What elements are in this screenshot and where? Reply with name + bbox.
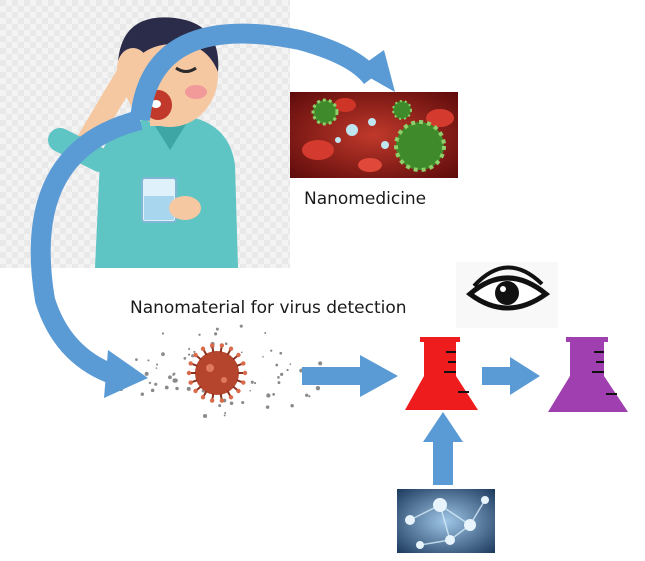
nanoparticle-dot [279, 351, 283, 355]
nanoparticle-dot [249, 389, 251, 392]
nanoparticle-dot [175, 386, 179, 391]
nanoparticle-dot [172, 373, 175, 376]
flask-purple-icon [548, 337, 628, 412]
nanoparticle-dot [318, 361, 323, 366]
nanoparticle-dot [147, 359, 150, 362]
nanoparticle-dot [289, 363, 292, 366]
virus-spike-tip [228, 346, 234, 351]
nanoparticle-dot [223, 414, 226, 417]
virus-detection-label: Nanomaterial for virus detection [130, 298, 407, 318]
curved-arrow-to-nanomedicine [130, 23, 395, 122]
arrow-flask-to-flask [482, 357, 540, 395]
nanoparticle-dot [140, 392, 145, 396]
virus-spike-tip [186, 370, 192, 376]
nanoparticle-dot [193, 350, 196, 353]
nanoparticle-dot [270, 349, 273, 352]
virus-icon [110, 324, 323, 418]
virus-spike-tip [200, 346, 206, 351]
nanoparticle-dot [224, 411, 227, 415]
nanoparticle-dot [240, 351, 243, 354]
curved-arrow-to-virus [30, 110, 148, 398]
nanomedicine-label: Nanomedicine [304, 189, 427, 209]
eye-icon [456, 262, 558, 328]
virus-spikes [186, 343, 248, 403]
nanoparticle-dot [241, 400, 245, 405]
nanoparticle-dot [154, 382, 158, 386]
nanoparticle-dot [239, 324, 243, 328]
virus-spike-tip [219, 343, 225, 348]
nanoparticle-dot [203, 413, 208, 418]
virus-spike-tip [228, 395, 234, 400]
nanoparticle-dot [229, 401, 234, 406]
nanoparticle-dot [150, 388, 155, 393]
nanoparticle-dot [305, 393, 309, 397]
virus-spike-tip [193, 388, 198, 394]
nanoparticle-dot [144, 371, 149, 376]
virus-spike-tip [236, 388, 241, 394]
virus-spike-tip [219, 398, 225, 403]
nanoparticle-dot [161, 352, 165, 357]
nanoparticle-dot [148, 381, 152, 385]
nanoparticle-dot [164, 385, 169, 390]
nanoparticle-dot [250, 380, 254, 384]
nanoparticle-dot [188, 347, 191, 350]
nanoparticle-dot [280, 372, 284, 376]
nanoparticle-dot [254, 382, 257, 385]
nanoparticle-dot [264, 331, 267, 334]
nanoparticle-dot [187, 353, 191, 356]
nanoparticle-dot [286, 368, 289, 372]
nanoparticle-dot [308, 395, 311, 398]
virus-spike-tip [193, 352, 198, 358]
nanoparticle-dot [198, 333, 201, 336]
nanoparticle-dot [173, 378, 178, 383]
virus-spike-tip [188, 361, 193, 366]
nanoparticle-dot [155, 367, 158, 369]
nanoparticle-dot [265, 405, 270, 409]
nanoparticle-dot [277, 381, 281, 385]
virus-spike-tip [200, 395, 206, 400]
nanoparticle-dot [272, 392, 276, 396]
nanoparticle-dot [215, 327, 219, 331]
arrow-nanomaterial-to-flask [423, 412, 463, 485]
virus-spike-tip [241, 380, 246, 385]
virus-spike-tip [242, 370, 248, 376]
virus-spike-tip [209, 343, 215, 348]
virus-spike-tip [188, 380, 193, 385]
nanoparticle-dot [262, 355, 264, 358]
nanoparticle-dot [315, 386, 321, 391]
nanoparticle-dot [275, 363, 279, 367]
virus-spike-tip [241, 361, 246, 366]
nanoparticle-dot [135, 358, 138, 361]
flask-red-icon [405, 337, 478, 410]
virus-spike-tip [236, 352, 241, 358]
nanoparticle-dot [191, 354, 195, 358]
nanoparticle-dot [290, 403, 294, 408]
nanoparticle-dot [186, 386, 191, 391]
nanoparticle-dot [161, 332, 165, 335]
nanoparticle-dot [214, 332, 218, 336]
nanoparticle-dot [266, 393, 271, 398]
nanoparticle-dot [277, 376, 280, 379]
nanomaterial-network-image [397, 489, 495, 553]
nanoparticle-dot [168, 375, 172, 380]
virus-spike-tip [209, 398, 215, 403]
nanoparticle-dot [156, 363, 159, 366]
nanoparticle-dot [183, 356, 187, 360]
blood-virus-image [290, 92, 458, 178]
nanoparticle-dot [224, 342, 228, 345]
nanoparticle-dot [218, 404, 222, 408]
arrow-virus-to-flask [302, 355, 398, 397]
